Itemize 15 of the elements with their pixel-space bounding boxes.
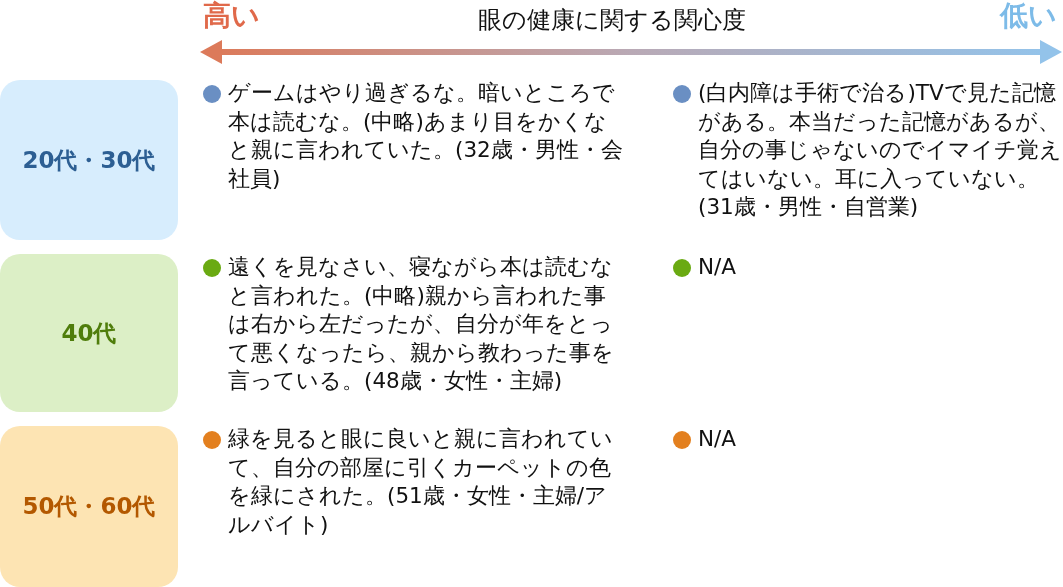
quote-text: (白内障は手術で治る)TVで見た記憶がある。本当だった記憶があるが、自分の事じゃないのでイマイチ覚えてはいない。耳に入っていない。(31歳・男性・自営業) [698, 79, 1063, 221]
row-label: 50代・60代 [22, 492, 156, 521]
quote-text: N/A [698, 253, 738, 281]
title: 眼の健康に関する関心度 [478, 5, 746, 36]
row-label: 20代・30代 [22, 145, 156, 175]
row-header-box [0, 80, 178, 240]
scale-end-label: 高い [203, 2, 260, 31]
quote-text: N/A [698, 425, 738, 453]
scale-end-label: 低い [1000, 2, 1057, 31]
quote-text: 遠くを見なさい、寝ながら本は読むなと言われた。(中略)親から言われた事は右から左だったが、自分が年をとって悪くなったら、親から教わった事を言っている。(48歳・女性・主婦) [228, 253, 615, 395]
row-header-box [0, 426, 178, 587]
row-header-box [0, 254, 178, 412]
quote-text: 緑を見ると眼に良いと親に言われていて、自分の部屋に引くカーペットの色を緑にされた。(51歳・女性・主婦/アルバイト) [228, 425, 614, 539]
row-label: 40代 [61, 318, 117, 348]
quote-text: ゲームはやり過ぎるな。暗いところで本は読むな。(中略)あまり目をかくなと親に言われていた。(32歳・男性・会社員) [228, 79, 623, 193]
